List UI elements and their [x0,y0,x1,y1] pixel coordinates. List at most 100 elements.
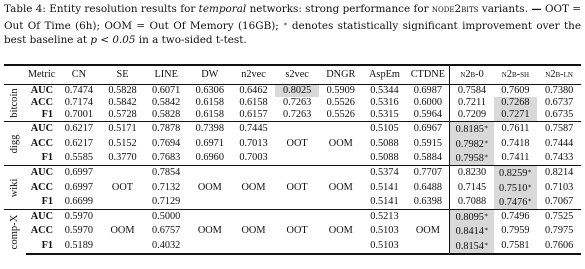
value-cell: 0.6217 [57,121,101,137]
value-cell: OOT [111,181,134,193]
value-cell: 0.7103 [544,181,574,193]
value-cell: 0.7982∗ [449,136,494,151]
metric-label: F1 [41,195,54,207]
significance-star: ∗ [527,182,532,190]
value-cell: 0.7174 [64,96,94,108]
value-cell: 0.7510∗ [493,180,538,195]
header-dngr: DNGR [318,65,363,85]
value-cell [232,195,276,210]
value-cell: 0.7959 [501,225,530,237]
value-cell: 0.7003 [239,151,268,163]
value-cell: 0.7001 [64,109,94,121]
value-cell: 0.7271 [493,109,538,122]
value-cell: 0.5970 [64,225,94,237]
value-cell: 0.5884 [413,151,443,163]
value-cell: 0.7268 [493,96,538,110]
value-cell: 0.7263 [282,96,312,108]
value-cell: 0.8414∗ [449,224,494,239]
value-cell: 0.5842 [152,96,181,108]
value-cell: 0.4032 [144,238,188,256]
value-cell: 0.6735 [544,109,574,121]
value-cell: 0.7474 [57,83,101,97]
value-cell: 0.5141 [370,195,399,207]
value-cell: 0.5213 [362,209,407,225]
metric-label: AUC [26,83,58,97]
header-metric: Metric [26,65,58,85]
value-cell: 0.6158 [195,96,224,108]
value-cell: 0.5828 [152,109,181,121]
header-ctdne: CTDNE [406,65,450,85]
value-cell: OOM [241,225,266,237]
caption-oom-key: OOM [104,19,133,32]
value-cell: 0.8154∗ [449,238,494,256]
value-cell [188,238,232,256]
value-cell: OOM [197,181,222,193]
value-cell: 0.3770 [108,151,137,163]
value-cell: 0.6462 [231,83,276,97]
value-cell: 0.8230 [449,165,494,181]
star-symbol: ∗ [283,19,288,28]
caption-method-name: node2bits [431,3,479,15]
value-cell: 0.5316 [370,96,399,108]
value-cell: 0.5105 [362,121,407,137]
value-cell: 0.5152 [108,137,137,149]
value-cell: OOT [286,225,308,237]
value-cell: 0.8259∗ [493,165,538,181]
header-aspem: AspEm [362,65,407,85]
metric-label: AUC [26,209,58,225]
group-label-text: digg [8,134,20,154]
caption-lead: Table 4: Entity resolution results for [4,3,199,15]
value-cell [100,238,145,256]
value-cell [319,195,363,210]
group-label-bitcoin: bitcoin [4,83,27,122]
value-cell: OOM [328,181,353,193]
value-cell: 0.6398 [413,195,443,207]
header-se: SE [100,65,145,85]
value-cell: 0.5189 [57,238,101,256]
dash-symbol: — [531,3,542,15]
significance-star: ∗ [483,152,489,160]
header-n2b-sh: n2b-sh [493,65,538,85]
value-cell: 0.6000 [413,96,443,108]
value-cell: 0.6971 [195,137,224,149]
value-cell: 0.5141 [370,181,399,193]
value-cell: 0.5964 [413,109,443,121]
significance-star: ∗ [483,212,489,220]
value-cell [318,209,363,225]
value-cell: 0.7683 [152,151,181,163]
metric-label: ACC [30,181,54,193]
value-cell: 0.7445 [231,121,276,137]
value-cell: 0.5728 [108,109,137,121]
metric-label: F1 [41,151,54,163]
value-cell [406,209,450,225]
value-cell [100,165,145,181]
value-cell: 0.6157 [239,109,268,121]
significance-star: ∗ [527,168,532,176]
value-cell: 0.7975 [544,225,574,237]
value-cell [406,238,450,256]
value-cell: 0.7444 [544,137,574,149]
value-cell: 0.7525 [537,209,581,225]
significance-star: ∗ [483,138,489,146]
significance-star: ∗ [527,196,532,204]
value-cell: 0.7067 [544,195,574,207]
value-cell [275,238,319,256]
caption-mid2: variants. [478,3,532,15]
table-caption: Table 4: Entity resolution results for t… [4,2,581,48]
group-label-digg: digg [4,121,27,166]
value-cell: 0.7209 [449,109,494,122]
significance-star: ∗ [483,240,489,248]
value-cell: 0.7418 [501,137,530,149]
value-cell [231,238,276,256]
value-cell: 0.7606 [537,238,581,256]
value-cell: 0.5171 [100,121,145,137]
header-dw: DW [188,65,232,85]
